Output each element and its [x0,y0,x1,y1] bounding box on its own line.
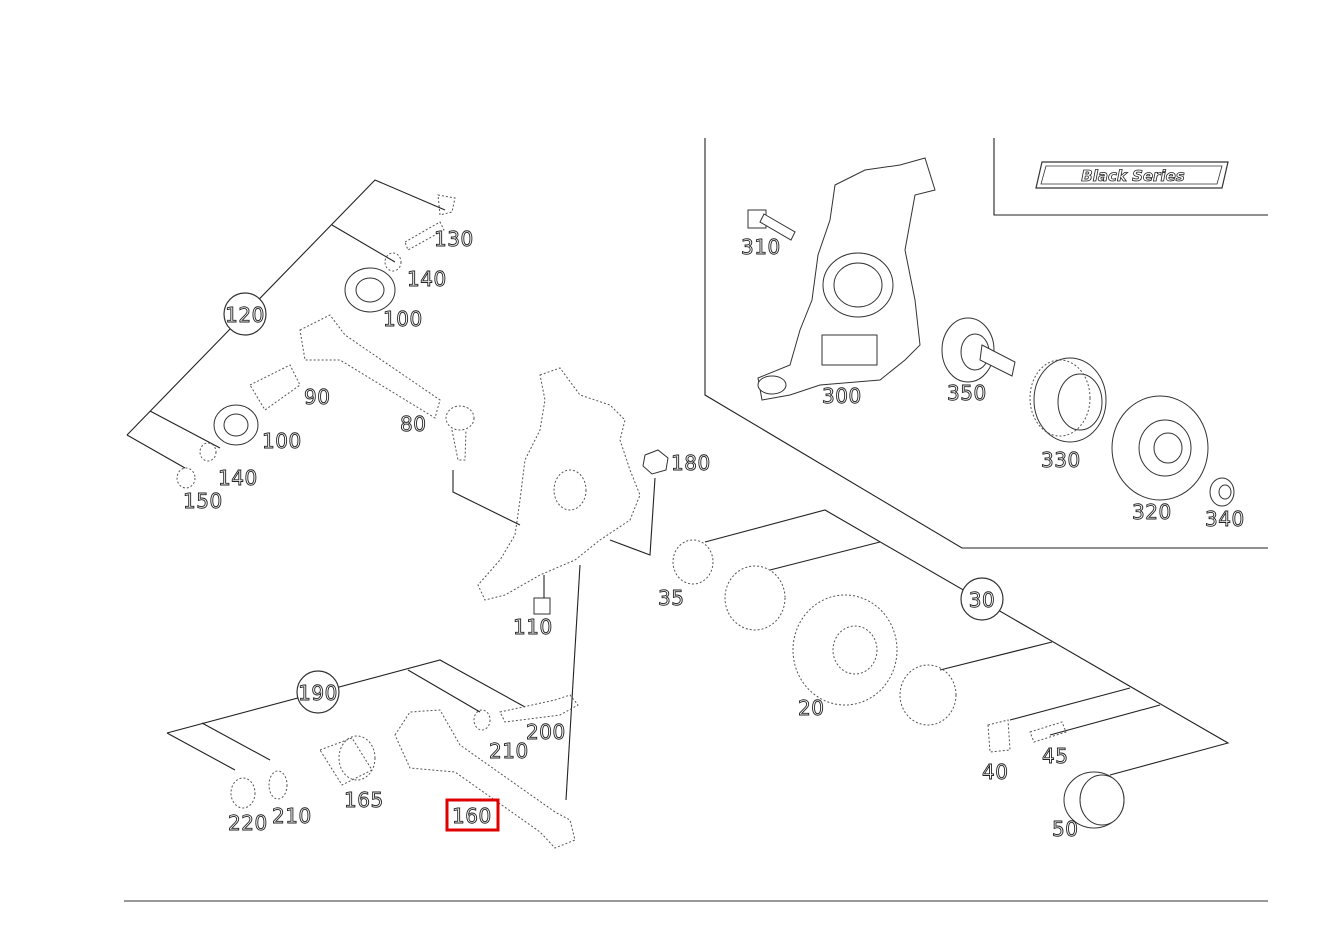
hub-nut-part [1209,477,1235,507]
lower-arm-leaders [166,564,581,801]
callout-165[interactable]: 165 [344,788,384,813]
callout-40[interactable]: 40 [982,760,1009,785]
black-series-badge: Black Series [1035,161,1229,189]
callout-35[interactable]: 35 [658,586,685,611]
callout-220[interactable]: 220 [228,811,268,836]
nut-110-part [533,575,551,615]
lower-arm-parts [230,694,579,849]
central-knuckle-part [452,367,656,601]
callout-180[interactable]: 180 [671,451,711,476]
callout-300[interactable]: 300 [822,384,862,409]
callout-100[interactable]: 100 [383,307,423,332]
wheel-hub-part [1111,395,1209,501]
callout-210[interactable]: 210 [272,804,312,829]
callout-90[interactable]: 90 [304,385,331,410]
callout-140[interactable]: 140 [218,466,258,491]
svg-text:190: 190 [298,681,338,705]
callout-160[interactable]: 160 [452,804,492,829]
steering-knuckle-part [757,157,936,401]
dust-cap-50 [1063,771,1125,829]
callout-80[interactable]: 80 [400,412,427,437]
wheel-bearing-part [1029,357,1107,443]
callout-150[interactable]: 150 [183,489,223,514]
inset-panel: Black Series [704,138,1268,549]
callout-50[interactable]: 50 [1052,817,1079,842]
callout-140[interactable]: 140 [407,267,447,292]
bushing-100-upper [344,267,396,313]
nut-180-part [642,449,669,475]
callout-45[interactable]: 45 [1042,744,1069,769]
group-callout-120[interactable]: 120 [223,292,267,336]
callout-100[interactable]: 100 [262,429,302,454]
brake-parts [672,539,1125,829]
upper-arm-parts [176,194,475,489]
callout-310[interactable]: 310 [741,235,781,260]
bolt-310-part [747,209,796,241]
svg-text:30: 30 [969,588,995,612]
svg-text:120: 120 [225,303,265,327]
callout-110[interactable]: 110 [513,615,553,640]
part-callouts: 130 140 100 90 100 80 140 150 180 110 20… [183,227,1245,842]
callout-130[interactable]: 130 [434,227,474,252]
brake-leaders [704,509,1230,776]
drive-flange-part [941,317,1016,383]
callout-20[interactable]: 20 [798,696,825,721]
callout-320[interactable]: 320 [1132,500,1172,525]
callout-200[interactable]: 200 [526,720,566,745]
callout-330[interactable]: 330 [1041,448,1081,473]
callout-350[interactable]: 350 [947,381,987,406]
badge-label: Black Series [1081,167,1184,185]
callout-340[interactable]: 340 [1205,507,1245,532]
callout-210[interactable]: 210 [489,739,529,764]
group-callout-30[interactable]: 30 [960,577,1004,621]
bushing-165 [319,735,376,786]
upper-arm-leaders [126,179,446,469]
highlight-box-160 [445,798,500,832]
bushing-100-lower [213,404,259,446]
group-callout-190[interactable]: 190 [296,670,340,714]
